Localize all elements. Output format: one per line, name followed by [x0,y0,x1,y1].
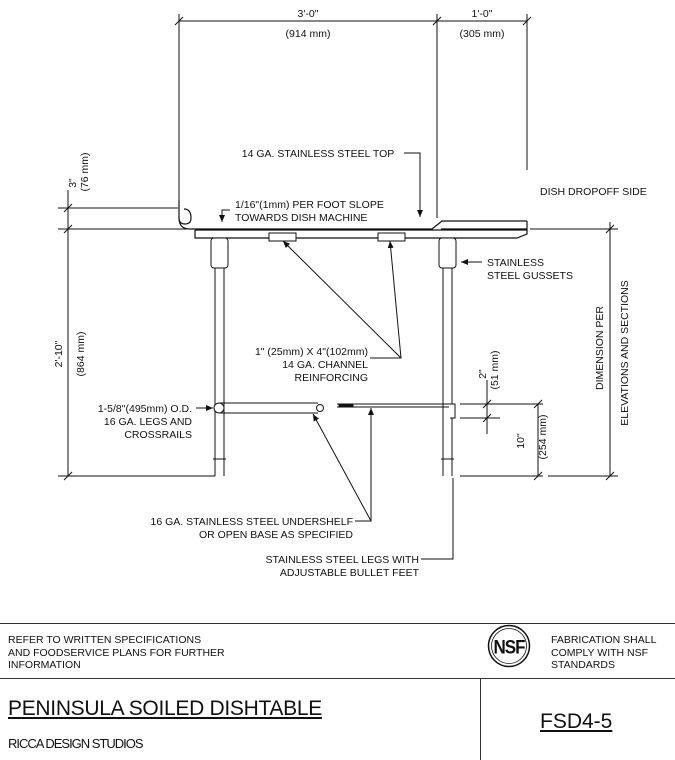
undershelf-callout-1: 16 GA. STAINLESS STEEL UNDERSHELF [151,516,353,528]
dimension-per-elevations [530,222,618,481]
dishtable-elevation-drawing: 3'-0" (914 mm) 1'-0" (305 mm) 3" (76 mm)… [53,8,647,579]
spec-note-line-2: AND FOODSERVICE PLANS FOR FURTHER [8,646,225,659]
firm-name: RICCA DESIGN STUDIOS [8,736,144,751]
rim-height-label: 3" [67,178,79,188]
title-block-divider [480,678,481,760]
shelf-lip-mm-label: (51 mm) [489,350,501,389]
overall-width-dimension [174,14,532,218]
table-height-label: 2'-10" [53,340,65,367]
shelf-height-mm-label: (254 mm) [537,415,549,460]
legs-callout-3: CROSSRAILS [124,429,192,441]
width-right-label: 1'-0" [472,8,493,20]
nsf-note-line-1: FABRICATION SHALL [551,634,657,646]
drawing-code: FSD4-5 [540,710,613,733]
spec-note: REFER TO WRITTEN SPECIFICATIONS AND FOOD… [8,634,225,672]
nsf-compliance-note: FABRICATION SHALL COMPLY WITH NSF STANDA… [551,634,656,672]
shelf-dimensions [460,380,543,481]
top-callout: 14 GA. STAINLESS STEEL TOP [242,148,395,160]
legs-callout-1: 1-5/8"(495mm) O.D. [98,403,192,415]
drawing-title: PENINSULA SOILED DISHTABLE [8,697,322,720]
channel-callout-2: 14 GA. CHANNEL [282,359,368,371]
table-height-mm-label: (864 mm) [75,332,87,377]
gussets-callout-2: STEEL GUSSETS [487,270,573,282]
nsf-note-line-3: STANDARDS [551,659,615,671]
nsf-note-line-2: COMPLY WITH NSF [551,646,649,659]
dimension-per-label-2: ELEVATIONS AND SECTIONS [619,280,631,425]
feet-callout-2: ADJUSTABLE BULLET FEET [280,567,420,579]
slope-callout-2: TOWARDS DISH MACHINE [235,212,367,224]
width-left-label: 3'-0" [298,8,319,20]
feet-callout-1: STAINLESS STEEL LEGS WITH [266,554,419,566]
rim-height-mm-label: (76 mm) [79,152,91,191]
nsf-logo-icon: NSF [487,624,531,668]
legs [210,237,457,476]
title-block-middle-border [0,678,675,679]
channel-callout-1: 1" (25mm) X 4"(102mm) [255,346,368,358]
width-left-mm-label: (914 mm) [286,28,331,40]
title-block [0,623,675,760]
undershelf-callout-2: OR OPEN BASE AS SPECIFIED [199,529,353,541]
channel-callout-3: REINFORCING [295,372,369,384]
shelf-height-label: 10" [515,433,527,449]
shelf-lip-label: 2" [477,369,489,379]
spec-note-line-3: INFORMATION [8,659,81,671]
undershelf [213,402,456,419]
width-right-mm-label: (305 mm) [460,28,505,40]
leader-lines [196,152,482,560]
nsf-logo-text: NSF [494,635,526,657]
spec-note-line-1: REFER TO WRITTEN SPECIFICATIONS [8,634,202,646]
title-block-top-border [0,623,675,624]
stainless-steel-top [178,200,528,239]
slope-callout-1: 1/16"(1mm) PER FOOT SLOPE [235,199,384,211]
legs-callout-2: 16 GA. LEGS AND [104,416,193,428]
channel-reinforcing [268,232,406,242]
gussets-callout-1: STAINLESS [487,257,544,269]
dish-dropoff-side-label: DISH DROPOFF SIDE [540,186,647,198]
dimension-per-label-1: DIMENSION PER [594,306,606,390]
